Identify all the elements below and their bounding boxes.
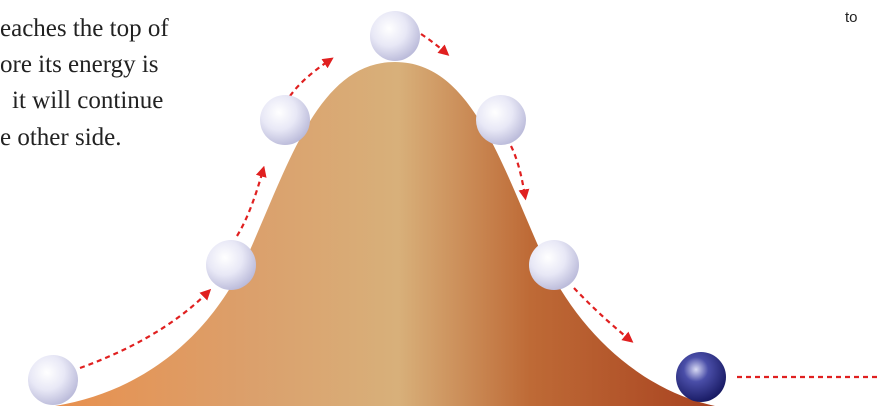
hill bbox=[55, 62, 715, 406]
ball-3 bbox=[260, 95, 310, 145]
ball-2 bbox=[206, 240, 256, 290]
ball-6 bbox=[529, 240, 579, 290]
arrow-3 bbox=[289, 57, 334, 97]
caption-text: eaches the top of ore its energy is it w… bbox=[0, 15, 169, 151]
arrow-2 bbox=[236, 165, 267, 237]
caption-line-1: eaches the top of bbox=[0, 15, 169, 42]
corner-text: to bbox=[845, 9, 858, 26]
ball-4 bbox=[370, 11, 420, 61]
ball-dark bbox=[676, 352, 726, 402]
arrow-1 bbox=[79, 288, 212, 370]
caption-line-3: it will continue bbox=[12, 87, 163, 114]
caption-line-2: ore its energy is bbox=[0, 51, 159, 78]
caption-line-4: e other side. bbox=[0, 124, 121, 151]
arrow-4 bbox=[420, 33, 450, 56]
ball-5 bbox=[476, 95, 526, 145]
ball-1 bbox=[28, 355, 78, 405]
arrow-6 bbox=[573, 287, 634, 343]
balls bbox=[28, 11, 726, 405]
arrow-5 bbox=[510, 145, 530, 201]
motion-arrows bbox=[79, 33, 877, 379]
